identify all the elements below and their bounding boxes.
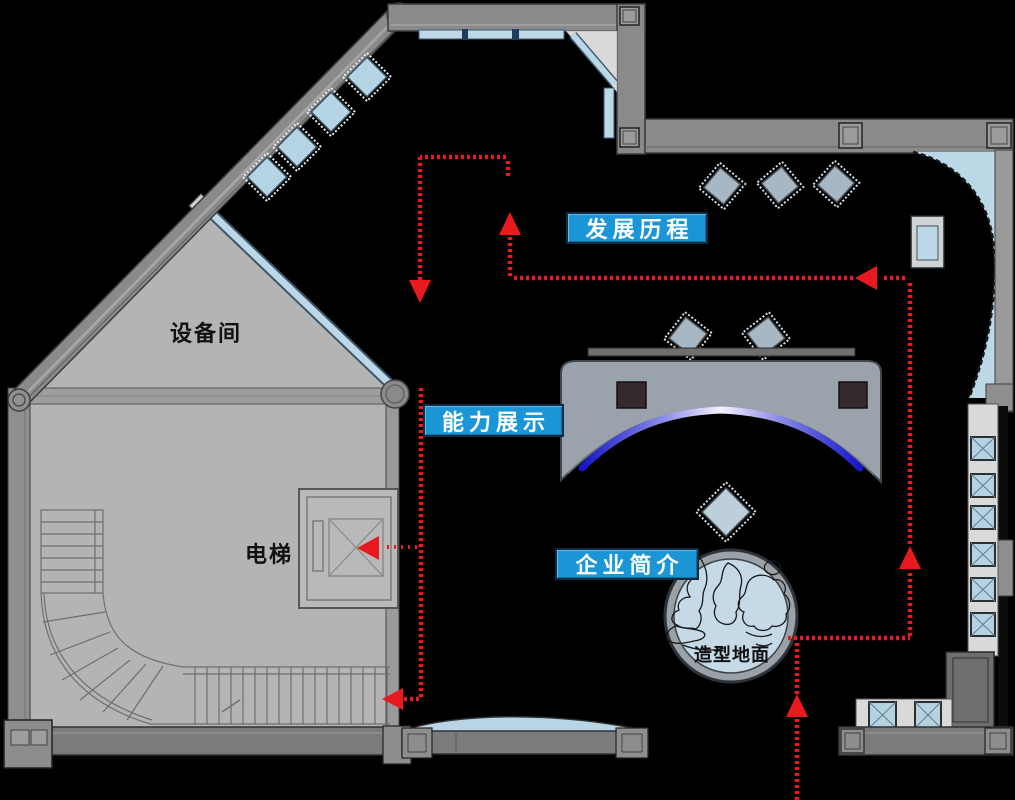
arch-stage [560, 347, 882, 485]
equipment-room [14, 192, 402, 394]
room-label-elevator: 电梯 [245, 542, 294, 567]
display-case [970, 436, 996, 637]
north-window-strip [418, 29, 565, 40]
shaped-floor-circle [663, 548, 799, 684]
arrow-up-east [899, 546, 921, 569]
arrow-left-north [855, 266, 877, 290]
room-label-equipment-room: 设备间 [170, 321, 243, 346]
arrow-left-stairs [382, 688, 403, 710]
east-curved-glass [910, 149, 1014, 730]
entrance-canopy [401, 716, 649, 759]
zone-label-company-profile: 企业简介 [555, 548, 699, 580]
led-arc-screen [578, 406, 864, 472]
arrow-up-development [499, 212, 521, 235]
north-walls [387, 3, 1014, 155]
east-display-strip [967, 403, 999, 657]
arrow-down-capability [409, 280, 431, 303]
world-map-outline [666, 557, 791, 651]
elevator [298, 488, 399, 609]
route-arrowheads [357, 212, 921, 717]
wall-joint-circle-center [380, 379, 410, 409]
diagonal-wall-windows [241, 51, 393, 203]
zone-label-development-history: 发展历程 [566, 212, 708, 244]
arrow-up-entrance [786, 694, 808, 717]
arrow-left-elevator [357, 536, 379, 560]
zone-label-capability-display: 能力展示 [423, 404, 564, 437]
wall-joint-circle-left [7, 388, 31, 412]
corner-window [603, 87, 615, 139]
chamfer-window [570, 33, 617, 85]
exhibit-diamonds [662, 159, 861, 544]
southeast-corner [838, 651, 1014, 756]
stair-hall [3, 387, 412, 769]
visitor-route-arrows [384, 154, 913, 800]
spiral-staircase [40, 509, 390, 725]
room-label-shaped-floor: 造型地面 [694, 645, 770, 665]
